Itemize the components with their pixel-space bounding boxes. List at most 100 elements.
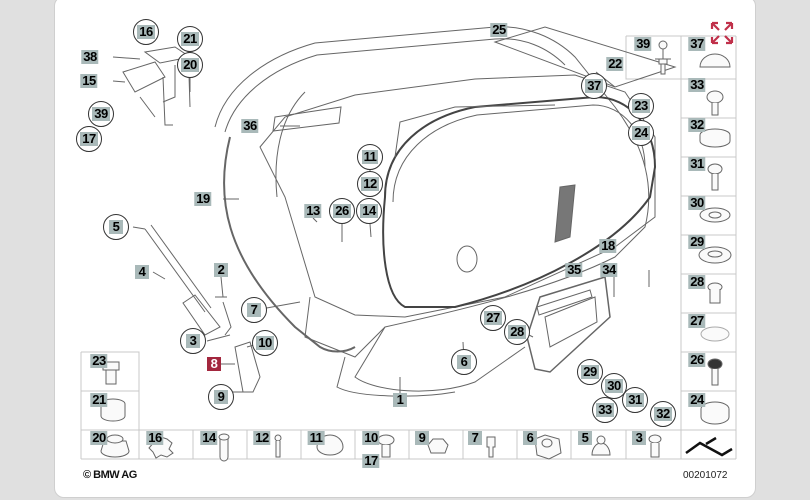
callout-number: 32: [654, 406, 672, 421]
callout-number: 37: [585, 78, 603, 93]
callout[interactable]: 27: [480, 305, 506, 331]
parts-grid-label[interactable]: 31: [688, 157, 706, 171]
parts-grid-label[interactable]: 21: [90, 392, 108, 407]
callout[interactable]: 3: [180, 328, 206, 354]
callout-number: 25: [490, 22, 508, 37]
callout-number: 39: [634, 36, 652, 51]
callout[interactable]: 4: [135, 265, 149, 279]
parts-grid-label[interactable]: 6: [523, 431, 537, 445]
parts-grid-lines: [80, 35, 737, 460]
parts-grid-label[interactable]: 39: [634, 36, 652, 51]
parts-grid-label[interactable]: 33: [688, 78, 706, 92]
parts-grid-label[interactable]: 32: [688, 117, 706, 132]
callout[interactable]: 9: [208, 384, 234, 410]
callout-number: 3: [186, 334, 200, 348]
callout[interactable]: 38: [81, 50, 99, 64]
callout-number: 3: [632, 431, 646, 445]
parts-grid-label[interactable]: 7: [468, 431, 482, 445]
callout[interactable]: 31: [622, 387, 648, 413]
callout[interactable]: 2: [214, 263, 228, 277]
callout-number: 4: [135, 265, 149, 279]
parts-grid-label[interactable]: 3: [632, 431, 646, 445]
parts-grid-label[interactable]: 26: [688, 353, 706, 367]
parts-grid-label[interactable]: 16: [146, 430, 164, 445]
callout[interactable]: 39: [88, 101, 114, 127]
callout-number: 37: [688, 36, 706, 51]
callout[interactable]: 33: [592, 397, 618, 423]
callout-number: 36: [241, 118, 259, 133]
callout[interactable]: 14: [356, 198, 382, 224]
callout[interactable]: 26: [329, 198, 355, 224]
callout-number: 14: [360, 203, 378, 218]
callout[interactable]: 32: [650, 401, 676, 427]
callout-number: 30: [605, 378, 623, 393]
exploded-view-drawing: [80, 26, 737, 462]
parts-grid-label[interactable]: 11: [307, 430, 325, 445]
callout[interactable]: 20: [177, 52, 203, 78]
callout-number: 17: [362, 453, 380, 468]
callout[interactable]: 10: [252, 330, 278, 356]
callout[interactable]: 28: [504, 319, 530, 345]
parts-grid-label[interactable]: 5: [578, 431, 592, 445]
callout[interactable]: 34: [600, 263, 618, 277]
callout[interactable]: 23: [628, 93, 654, 119]
callout-number: 33: [596, 402, 614, 417]
parts-grid-label[interactable]: 28: [688, 274, 706, 289]
callout-number: 16: [146, 430, 164, 445]
parts-grid-label[interactable]: 23: [90, 354, 108, 368]
callout[interactable]: 18: [599, 239, 617, 253]
parts-grid-label[interactable]: 30: [688, 195, 706, 210]
parts-grid-label[interactable]: 29: [688, 234, 706, 249]
parts-grid-label[interactable]: 27: [688, 313, 706, 328]
callout-number: 12: [361, 176, 379, 191]
callout-number: 20: [90, 430, 108, 445]
callout[interactable]: 21: [177, 26, 203, 52]
callout-number: 14: [200, 430, 218, 445]
callout[interactable]: 35: [565, 263, 583, 277]
callout[interactable]: 7: [241, 297, 267, 323]
callout[interactable]: 25: [490, 22, 508, 37]
callout-number: 30: [688, 195, 706, 210]
callout[interactable]: 36: [241, 118, 259, 133]
callout-number: 21: [90, 392, 108, 407]
parts-grid-label[interactable]: 9: [415, 431, 429, 445]
callout[interactable]: 12: [357, 171, 383, 197]
callout-number: 13: [304, 203, 322, 218]
callout[interactable]: 6: [451, 349, 477, 375]
callout-number: 22: [606, 56, 624, 71]
callout[interactable]: 29: [577, 359, 603, 385]
parts-grid-label[interactable]: 24: [688, 393, 706, 407]
callout[interactable]: 5: [103, 214, 129, 240]
callout-number: 32: [688, 117, 706, 132]
callout[interactable]: 13: [304, 203, 322, 218]
callout-number: 5: [109, 220, 123, 234]
callout-number: 28: [688, 274, 706, 289]
callout[interactable]: 17: [76, 126, 102, 152]
callout[interactable]: 16: [133, 19, 159, 45]
callout[interactable]: 37: [581, 73, 607, 99]
callout-number: 31: [626, 392, 644, 407]
parts-grid-label[interactable]: 10: [362, 430, 380, 445]
callout-number: 24: [632, 125, 650, 140]
image-number: 00201072: [683, 470, 728, 481]
parts-grid-label[interactable]: 14: [200, 430, 218, 445]
callout-number: 27: [688, 313, 706, 328]
parts-grid-label[interactable]: 12: [253, 431, 271, 445]
callout-number: 9: [214, 390, 228, 404]
parts-grid-label[interactable]: 17: [362, 453, 380, 468]
parts-grid-label[interactable]: 37: [688, 36, 706, 51]
callout[interactable]: 1: [393, 393, 407, 407]
callout-number: 10: [362, 430, 380, 445]
callout-number: 17: [80, 131, 98, 146]
expand-icon[interactable]: [710, 21, 734, 45]
callout-number: 29: [688, 234, 706, 249]
callout[interactable]: 11: [357, 144, 383, 170]
parts-grid-label[interactable]: 20: [90, 430, 108, 445]
callout[interactable]: 24: [628, 120, 654, 146]
callout-number: 11: [307, 430, 325, 445]
callout[interactable]: 19: [194, 192, 212, 206]
callout-number: 29: [581, 364, 599, 379]
callout[interactable]: 22: [606, 56, 624, 71]
callout[interactable]: 15: [80, 74, 98, 88]
callout-selected[interactable]: 8: [207, 357, 221, 371]
